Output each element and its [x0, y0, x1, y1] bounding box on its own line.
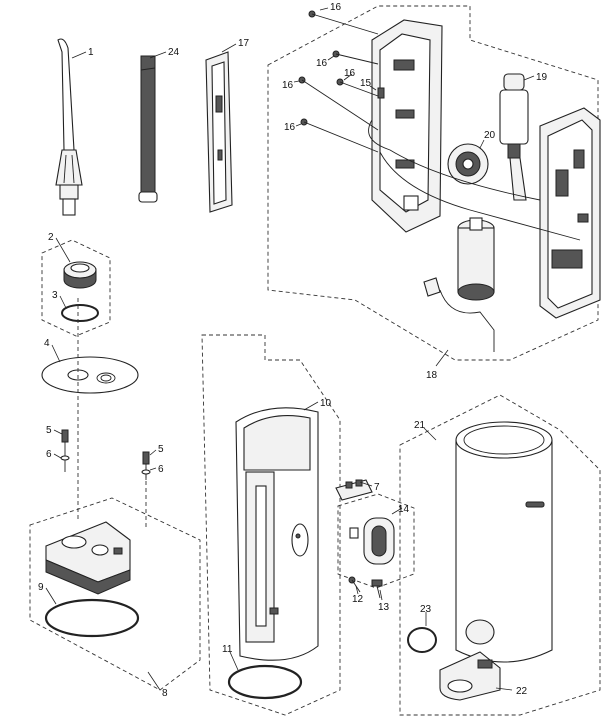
label-part-16-top: 16 — [330, 2, 342, 13]
label-part-5-right: 5 — [158, 444, 164, 455]
body-case-part — [235, 407, 319, 661]
screw-part-right — [141, 451, 151, 480]
base-part — [45, 521, 131, 595]
motor-part — [423, 217, 495, 352]
screw-part-left — [60, 429, 70, 472]
body-ring-part — [227, 664, 303, 700]
label-part-12: 12 — [352, 594, 364, 605]
label-part-18: 18 — [426, 370, 438, 381]
label-part-13: 13 — [378, 602, 390, 613]
label-part-20: 20 — [484, 130, 496, 141]
label-part-16-mid: 16 — [316, 58, 328, 69]
screw-part-15 — [377, 87, 385, 99]
label-part-4: 4 — [44, 338, 50, 349]
tank-o-ring-part — [407, 627, 437, 653]
nozzle-part — [55, 38, 83, 216]
frame-bracket-part — [205, 51, 233, 213]
label-part-19: 19 — [536, 72, 548, 83]
group-outline-button-set — [337, 493, 415, 589]
screw-part-16-top — [308, 10, 379, 35]
spring-rod-part — [138, 55, 158, 203]
screw-part-13 — [371, 579, 383, 599]
label-part-3: 3 — [52, 290, 58, 301]
group-outline-body-case — [201, 334, 341, 716]
circuit-board-part — [539, 107, 601, 319]
label-part-14: 14 — [398, 504, 410, 515]
valve-part — [439, 651, 501, 701]
label-part-17: 17 — [238, 38, 250, 49]
label-part-24: 24 — [168, 47, 180, 58]
label-part-2: 2 — [48, 232, 54, 243]
chassis-frame-part — [371, 19, 443, 233]
screw-part-16-mid — [332, 50, 379, 65]
label-part-6-left: 6 — [46, 449, 52, 460]
label-part-21: 21 — [414, 420, 426, 431]
label-part-9: 9 — [38, 582, 44, 593]
group-outline-drive-unit — [267, 5, 599, 361]
screw-part-16-low — [300, 118, 379, 153]
button-part — [349, 517, 395, 565]
label-part-16-low: 16 — [284, 122, 296, 133]
base-ring-part — [44, 598, 140, 638]
screw-part-16-left — [298, 76, 379, 131]
label-part-23: 23 — [420, 604, 432, 615]
oval-plate-part — [41, 356, 139, 394]
o-ring-part — [61, 304, 99, 322]
label-part-7: 7 — [374, 482, 380, 493]
label-part-5-left: 5 — [46, 425, 52, 436]
screw-part-12 — [348, 576, 361, 593]
label-part-15: 15 — [360, 78, 372, 89]
label-part-16-left: 16 — [282, 80, 294, 91]
cap-part — [63, 261, 97, 289]
label-part-22: 22 — [516, 686, 528, 697]
gear-part — [447, 143, 489, 185]
group-outline-base-unit — [29, 497, 201, 691]
screw-part-16-mid2 — [336, 78, 379, 97]
label-part-8: 8 — [162, 688, 168, 699]
water-tank-part — [455, 421, 553, 663]
label-part-1: 1 — [88, 47, 94, 58]
label-part-16-mid2: 16 — [344, 68, 356, 79]
label-part-6-right: 6 — [158, 464, 164, 475]
piston-part — [499, 73, 529, 201]
group-outline-nozzle-cap — [41, 239, 111, 337]
label-part-11: 11 — [222, 644, 233, 655]
label-part-10: 10 — [320, 398, 332, 409]
